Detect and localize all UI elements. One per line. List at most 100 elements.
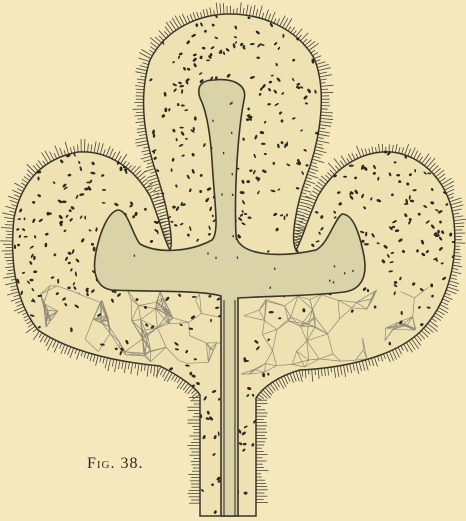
bristle: [137, 144, 148, 146]
bristle: [414, 151, 418, 159]
bristle: [149, 181, 159, 184]
bristle: [172, 374, 176, 380]
bristle: [316, 144, 323, 146]
bristle: [316, 185, 323, 190]
bristle: [33, 329, 37, 332]
bristle: [100, 143, 103, 154]
bristle: [139, 58, 150, 62]
bristle: [307, 207, 312, 209]
bristle: [33, 165, 38, 171]
bristle: [378, 356, 380, 361]
bristle: [451, 275, 457, 277]
bristle: [150, 38, 159, 46]
bristle: [381, 355, 383, 361]
bristle: [253, 5, 255, 16]
bristle: [65, 142, 69, 154]
bristle: [405, 144, 409, 155]
bristle: [374, 357, 377, 366]
bristle: [65, 346, 68, 354]
bristle: [440, 178, 446, 182]
bristle: [285, 19, 292, 30]
bristle: [301, 193, 306, 194]
bristle: [50, 152, 54, 161]
bristle: [321, 368, 322, 376]
bristle: [187, 16, 190, 23]
bristle: [174, 376, 178, 382]
bristle: [7, 264, 13, 265]
bristle: [131, 166, 136, 171]
cell-wall: [131, 299, 132, 320]
core-mark: [235, 220, 236, 222]
bristle: [137, 364, 139, 376]
bristle: [371, 358, 373, 366]
bristle: [310, 194, 318, 197]
bristle: [432, 318, 437, 322]
bristle: [454, 223, 464, 224]
bristle: [141, 179, 147, 184]
bristle: [392, 145, 393, 152]
bristle: [396, 144, 398, 153]
bristle: [454, 226, 464, 227]
bristle: [118, 156, 122, 162]
core-mark: [233, 235, 234, 237]
bristle: [450, 198, 462, 202]
core-mark: [211, 147, 212, 149]
core-mark: [134, 255, 135, 257]
bristle: [7, 221, 14, 222]
bristle: [151, 172, 156, 174]
bristle: [320, 79, 327, 80]
core-mark: [333, 281, 334, 283]
bristle: [156, 210, 161, 212]
bristle: [454, 253, 459, 254]
bristle: [419, 333, 425, 339]
bristle: [143, 147, 148, 148]
bristle: [4, 218, 14, 219]
bristle: [137, 131, 146, 132]
bristle: [268, 14, 271, 21]
bristle: [223, 3, 224, 14]
bristle: [140, 66, 148, 68]
bristle: [303, 186, 308, 188]
bristle: [12, 190, 21, 194]
bristle: [325, 175, 330, 179]
bristle: [15, 301, 22, 303]
bristle: [453, 265, 462, 267]
core-mark: [230, 103, 231, 105]
bristle: [145, 364, 146, 370]
stipple-dot: [62, 200, 67, 203]
bristle: [315, 150, 327, 153]
bristle: [321, 112, 333, 113]
bristle: [146, 166, 154, 168]
bristle: [10, 286, 17, 288]
bristle: [136, 122, 145, 123]
bristle: [1, 228, 13, 229]
bristle: [330, 170, 335, 175]
bristle: [304, 210, 311, 213]
bristle: [321, 89, 328, 90]
bristle: [379, 144, 380, 152]
bristle: [123, 161, 126, 165]
bristle: [22, 179, 28, 183]
bristle: [290, 373, 294, 383]
bristle: [314, 56, 321, 59]
bristle: [143, 63, 149, 65]
bristle: [315, 147, 323, 149]
bristle: [446, 290, 456, 294]
bristle: [46, 338, 51, 347]
bristle: [271, 12, 275, 22]
bristle: [36, 164, 41, 169]
bristle: [25, 318, 30, 321]
bristle: [137, 79, 145, 80]
bristle: [103, 357, 105, 363]
bristle: [453, 216, 463, 218]
bristle: [417, 335, 422, 341]
bristle: [157, 213, 162, 215]
bristle: [118, 360, 120, 369]
bristle: [149, 50, 154, 53]
bristle: [454, 219, 466, 220]
bristle: [136, 112, 144, 113]
core-mark: [223, 152, 224, 154]
bristle: [135, 141, 147, 143]
bristle: [321, 85, 334, 86]
bristle: [372, 147, 373, 154]
